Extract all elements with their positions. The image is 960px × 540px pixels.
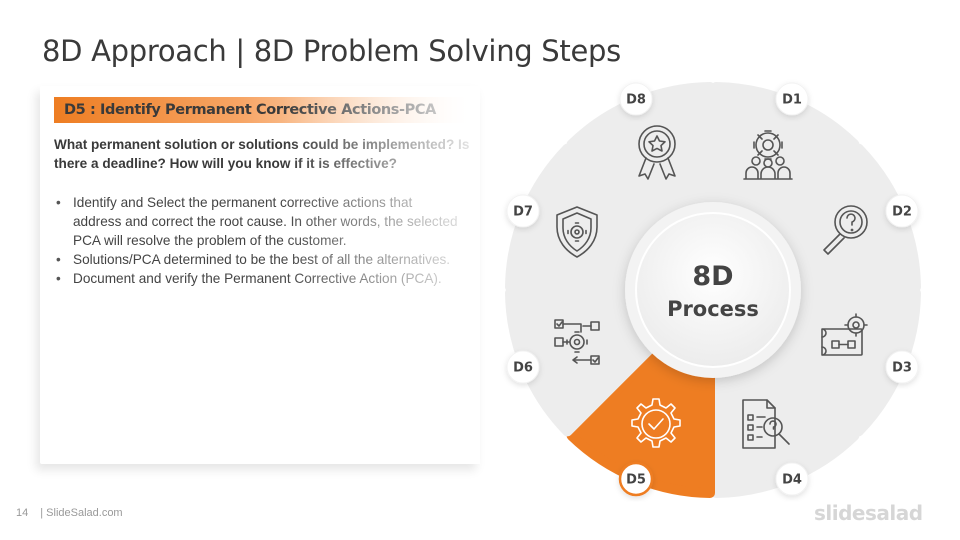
- step-badge-d6: [506, 350, 540, 384]
- step-label-d4: D4: [782, 473, 802, 488]
- shield-gear-icon: [556, 206, 598, 258]
- step-badge-d3: [885, 350, 919, 384]
- step-label-d6: D6: [513, 361, 533, 376]
- center-title: 8D: [692, 261, 733, 292]
- document-search-icon: [742, 399, 790, 449]
- gear-check-icon: [631, 398, 681, 448]
- step-label-d7: D7: [513, 205, 533, 220]
- step-label-d2: D2: [892, 205, 912, 220]
- slide-title: 8D Approach | 8D Problem Solving Steps: [42, 34, 621, 68]
- center-disc: [635, 212, 791, 368]
- footer-site: | SlideSalad.com: [40, 507, 123, 519]
- step-badge-d8: [619, 82, 653, 116]
- plan-gear-icon: [821, 313, 868, 356]
- step-label-d5: D5: [626, 473, 646, 488]
- step-badge-d4: [775, 462, 809, 496]
- brand-logo: slidesalad: [814, 501, 923, 525]
- footer: 14 | SlideSalad.com: [16, 507, 123, 519]
- step-badge-d5: [618, 461, 654, 497]
- page-number: 14: [16, 507, 29, 519]
- step-badge-d7: [506, 194, 540, 228]
- team-gear-icon: [743, 130, 793, 180]
- workflow-icon: [554, 319, 600, 365]
- step-label-d1: D1: [782, 93, 802, 108]
- step-label-d8: D8: [626, 93, 646, 108]
- step-badge-d2: [885, 194, 919, 228]
- center-subtitle: Process: [667, 297, 759, 321]
- step-badge-d1: [775, 82, 809, 116]
- award-medal-icon: [638, 125, 676, 180]
- step-label-d3: D3: [892, 361, 912, 376]
- magnifier-question-icon: [823, 205, 868, 255]
